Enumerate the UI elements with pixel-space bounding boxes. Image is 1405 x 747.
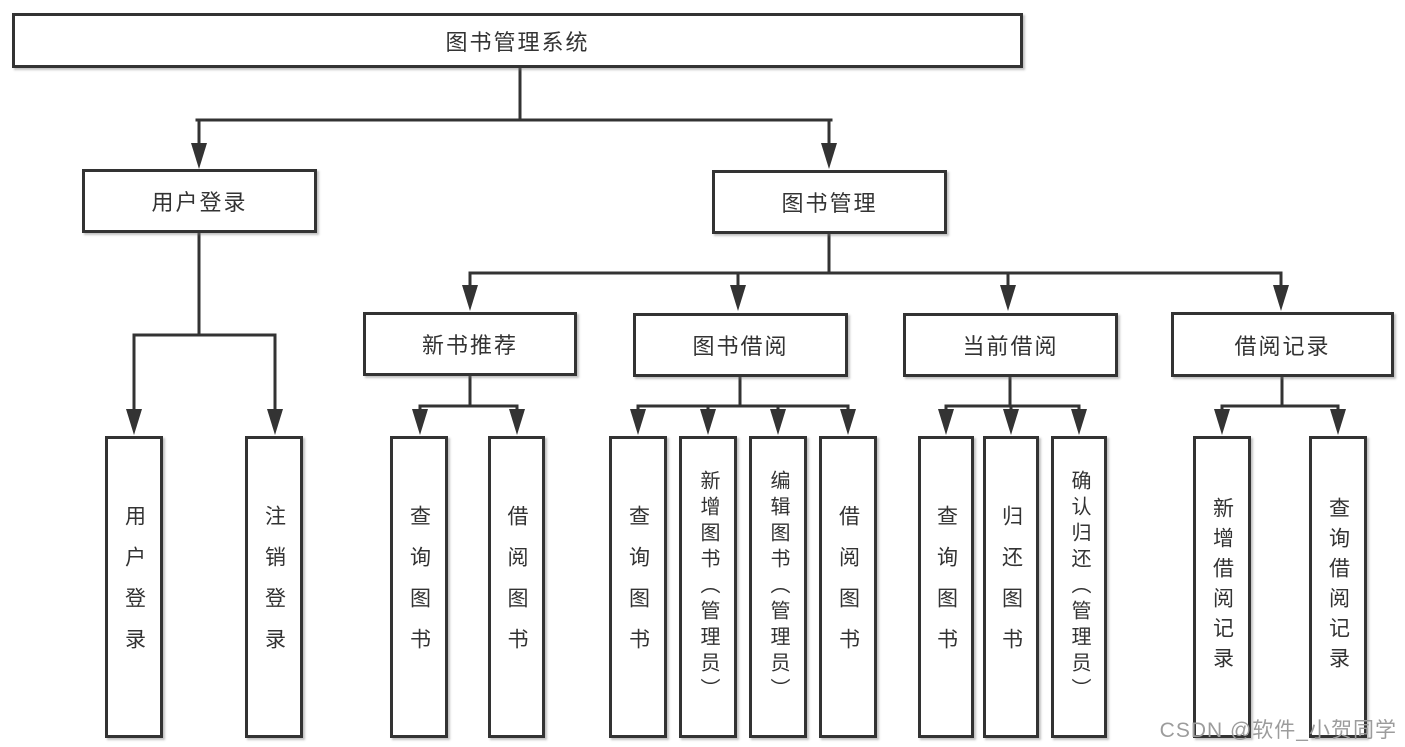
leaf-add-borrow-record: 新增借阅记录 xyxy=(1193,436,1251,738)
leaf-borrow-books-recommend: 借阅图书 xyxy=(488,436,545,738)
leaf-user-login: 用户登录 xyxy=(105,436,163,738)
leaf-query-books-current: 查询图书 xyxy=(918,436,974,738)
leaf-query-borrow-record: 查询借阅记录 xyxy=(1309,436,1367,738)
leaf-logout: 注销登录 xyxy=(245,436,303,738)
node-user-login-label: 用户登录 xyxy=(151,190,248,215)
node-book-borrowing: 图书借阅 xyxy=(633,313,848,377)
node-borrowing-records-label: 借阅记录 xyxy=(1234,333,1331,359)
node-root: 图书管理系统 xyxy=(12,13,1023,68)
leaf-query-books-recommend-label: 查询图书 xyxy=(407,505,431,669)
leaf-borrow-books: 借阅图书 xyxy=(819,436,877,738)
node-root-label: 图书管理系统 xyxy=(445,29,590,55)
node-current-borrowing: 当前借阅 xyxy=(903,313,1118,377)
leaf-logout-label: 注销登录 xyxy=(262,505,286,669)
node-borrowing-records: 借阅记录 xyxy=(1171,312,1394,377)
node-new-book-recommendation-label: 新书推荐 xyxy=(421,333,518,358)
node-book-management-label: 图书管理 xyxy=(781,191,878,216)
leaf-borrow-books-label: 借阅图书 xyxy=(836,505,860,669)
leaf-return-books: 归还图书 xyxy=(983,436,1039,738)
leaf-confirm-return-admin-label: 确认归还（管理员） xyxy=(1068,470,1090,704)
leaf-query-books-current-label: 查询图书 xyxy=(934,505,958,669)
leaf-add-books-admin-label: 新增图书（管理员） xyxy=(697,470,719,704)
leaf-user-login-label: 用户登录 xyxy=(122,505,146,669)
watermark: CSDN @软件_小贺同学 xyxy=(1159,719,1397,742)
node-book-management: 图书管理 xyxy=(712,170,947,234)
leaf-edit-books-admin: 编辑图书（管理员） xyxy=(749,436,807,738)
leaf-borrow-books-recommend-label: 借阅图书 xyxy=(505,505,528,669)
leaf-query-books-recommend: 查询图书 xyxy=(390,436,448,738)
node-new-book-recommendation: 新书推荐 xyxy=(363,312,577,376)
leaf-add-borrow-record-label: 新增借阅记录 xyxy=(1210,497,1234,677)
node-user-login: 用户登录 xyxy=(82,169,317,233)
leaf-edit-books-admin-label: 编辑图书（管理员） xyxy=(767,470,789,704)
leaf-query-borrow-record-label: 查询借阅记录 xyxy=(1326,497,1350,677)
leaf-query-books-borrow: 查询图书 xyxy=(609,436,667,738)
leaf-confirm-return-admin: 确认归还（管理员） xyxy=(1051,436,1107,738)
leaf-return-books-label: 归还图书 xyxy=(999,505,1023,669)
leaf-add-books-admin: 新增图书（管理员） xyxy=(679,436,737,738)
leaf-query-books-borrow-label: 查询图书 xyxy=(626,505,650,669)
node-book-borrowing-label: 图书借阅 xyxy=(692,334,789,359)
node-current-borrowing-label: 当前借阅 xyxy=(962,334,1059,359)
